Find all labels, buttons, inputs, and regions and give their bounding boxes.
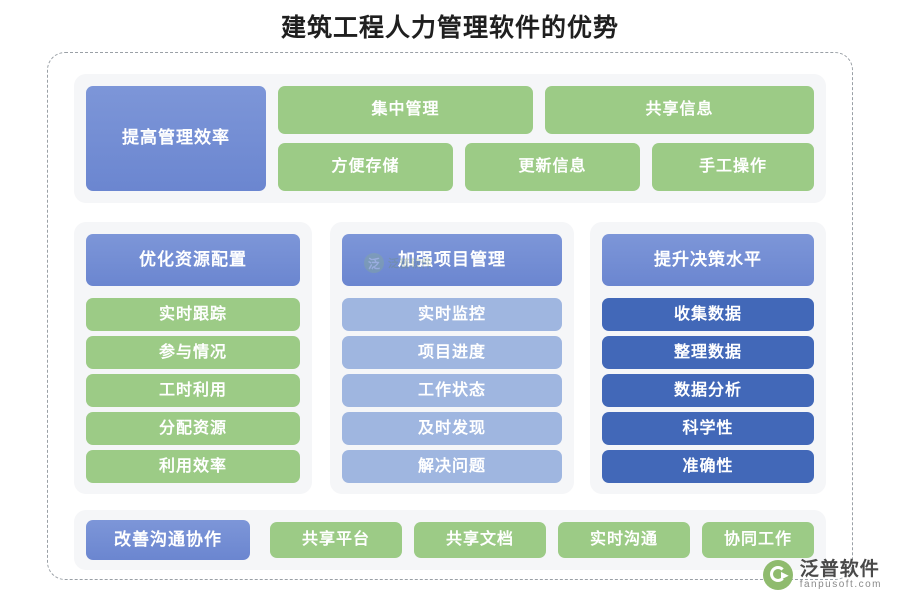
bottom-item-2[interactable]: 实时沟通	[558, 522, 690, 558]
column-3-item-4[interactable]: 准确性	[602, 450, 814, 483]
column-3-item-2[interactable]: 数据分析	[602, 374, 814, 407]
column-2-item-3[interactable]: 及时发现	[342, 412, 562, 445]
column-2-item-4[interactable]: 解决问题	[342, 450, 562, 483]
bottom-item-3[interactable]: 协同工作	[702, 522, 814, 558]
column-2-item-1[interactable]: 项目进度	[342, 336, 562, 369]
column-1-panel: 优化资源配置 实时跟踪 参与情况 工时利用 分配资源 利用效率	[74, 222, 312, 494]
top-row1-item-0[interactable]: 集中管理	[278, 86, 533, 134]
bottom-item-0[interactable]: 共享平台	[270, 522, 402, 558]
column-2-item-2[interactable]: 工作状态	[342, 374, 562, 407]
top-row1-item-1[interactable]: 共享信息	[545, 86, 814, 134]
brand-name-cn: 泛普软件	[799, 558, 880, 580]
column-1-header[interactable]: 优化资源配置	[86, 234, 300, 286]
brand-logo: 泛普软件 fanpusoft.com	[762, 558, 882, 590]
diagram-frame	[47, 52, 853, 580]
column-2-item-0[interactable]: 实时监控	[342, 298, 562, 331]
top-row2-item-0[interactable]: 方便存储	[278, 143, 453, 191]
column-3-panel: 提升决策水平 收集数据 整理数据 数据分析 科学性 准确性	[590, 222, 826, 494]
column-3-item-0[interactable]: 收集数据	[602, 298, 814, 331]
bottom-main-box[interactable]: 改善沟通协作	[86, 520, 250, 560]
column-1-item-1[interactable]: 参与情况	[86, 336, 300, 369]
top-row2-item-1[interactable]: 更新信息	[465, 143, 640, 191]
column-1-item-4[interactable]: 利用效率	[86, 450, 300, 483]
column-2-header[interactable]: 加强项目管理	[342, 234, 562, 286]
column-1-item-0[interactable]: 实时跟踪	[86, 298, 300, 331]
column-3-item-3[interactable]: 科学性	[602, 412, 814, 445]
brand-name-en: fanpusoft.com	[799, 578, 882, 590]
column-3-item-1[interactable]: 整理数据	[602, 336, 814, 369]
column-2-panel: 加强项目管理 实时监控 项目进度 工作状态 及时发现 解决问题	[330, 222, 574, 494]
top-section-panel: 提高管理效率 集中管理 共享信息 方便存储 更新信息 手工操作	[74, 74, 826, 203]
column-1-item-3[interactable]: 分配资源	[86, 412, 300, 445]
column-1-item-2[interactable]: 工时利用	[86, 374, 300, 407]
brand-mark-icon	[762, 559, 793, 590]
top-main-box[interactable]: 提高管理效率	[86, 86, 266, 191]
column-3-header[interactable]: 提升决策水平	[602, 234, 814, 286]
top-row2-item-2[interactable]: 手工操作	[652, 143, 814, 191]
page-title: 建筑工程人力管理软件的优势	[280, 14, 619, 42]
bottom-item-1[interactable]: 共享文档	[414, 522, 546, 558]
bottom-section-panel: 改善沟通协作 共享平台 共享文档 实时沟通 协同工作	[74, 510, 826, 570]
